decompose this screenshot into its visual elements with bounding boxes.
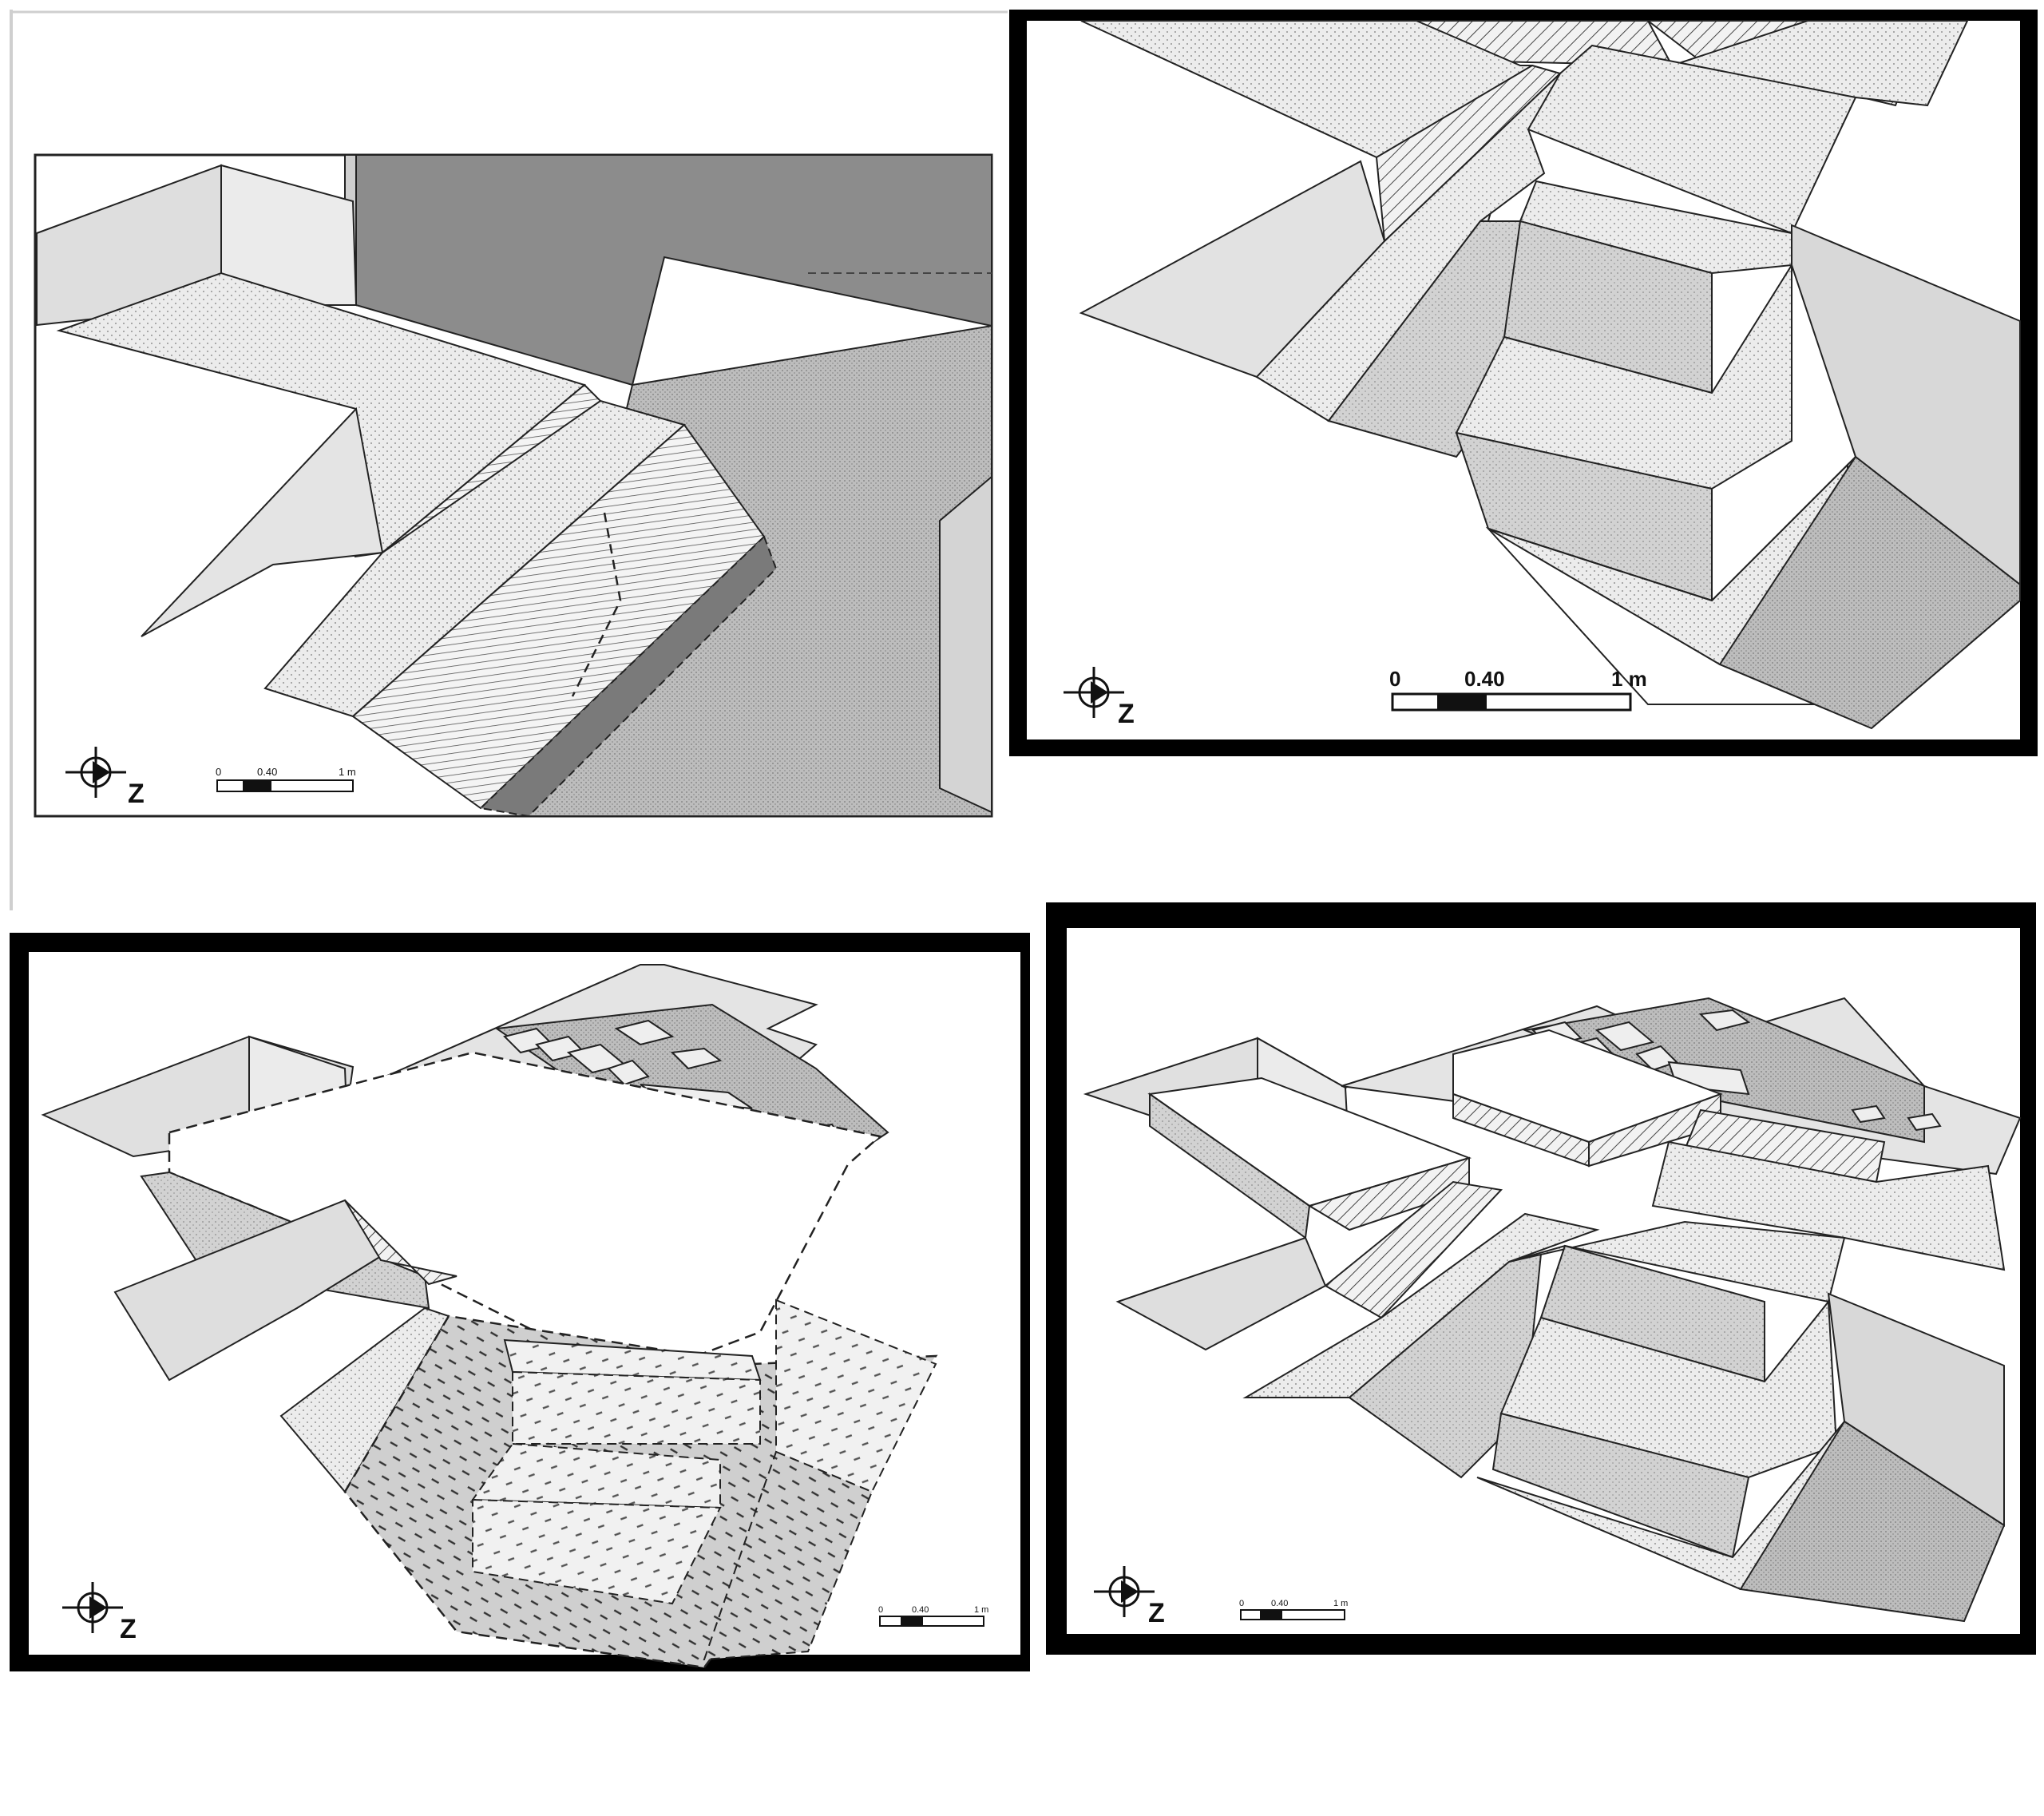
panel-3: Z 0 0.40 1 m <box>10 933 1030 1671</box>
north-label: Z <box>128 779 145 809</box>
scale-tick-1: 0.40 <box>257 766 277 778</box>
north-label: Z <box>1148 1598 1165 1628</box>
scale-tick-1: 0.40 <box>1464 667 1505 691</box>
scale-tick-2: 1 m <box>1333 1599 1348 1608</box>
panel-2-drawing <box>1079 20 2021 730</box>
scale-tick-0: 0 <box>1239 1599 1244 1608</box>
scale-tick-2: 1 m <box>339 766 356 778</box>
scale-bar: 0 0.40 1 m <box>1239 1599 1348 1620</box>
scale-tick-0: 0 <box>216 766 221 778</box>
scale-bar: 0 0.40 1 m <box>878 1605 988 1627</box>
panel-4-drawing <box>1083 997 2022 1623</box>
panel-2: Z 0 0.40 1 m <box>1009 10 2038 756</box>
panel-3-drawing <box>41 964 938 1669</box>
north-arrow-icon: Z <box>65 747 145 809</box>
scale-bar: 0 0.40 1 m <box>1389 667 1647 712</box>
scale-tick-0: 0 <box>878 1605 883 1615</box>
north-label: Z <box>120 1614 137 1644</box>
scale-tick-2: 1 m <box>974 1605 988 1615</box>
scale-tick-1: 0.40 <box>1271 1599 1288 1608</box>
north-arrow-icon: Z <box>62 1582 137 1644</box>
north-arrow-icon: Z <box>1094 1566 1165 1628</box>
north-label: Z <box>1118 699 1135 729</box>
scale-tick-1: 0.40 <box>912 1605 929 1615</box>
panel-1: Z 0 0.40 1 m <box>10 10 1008 910</box>
scale-bar: 0 0.40 1 m <box>216 766 356 792</box>
scale-tick-2: 1 m <box>1611 667 1647 691</box>
panel-1-drawing <box>36 154 992 818</box>
scale-tick-0: 0 <box>1389 667 1400 691</box>
north-arrow-icon: Z <box>1064 667 1135 729</box>
panel-4: Z 0 0.40 1 m <box>1046 902 2036 1655</box>
